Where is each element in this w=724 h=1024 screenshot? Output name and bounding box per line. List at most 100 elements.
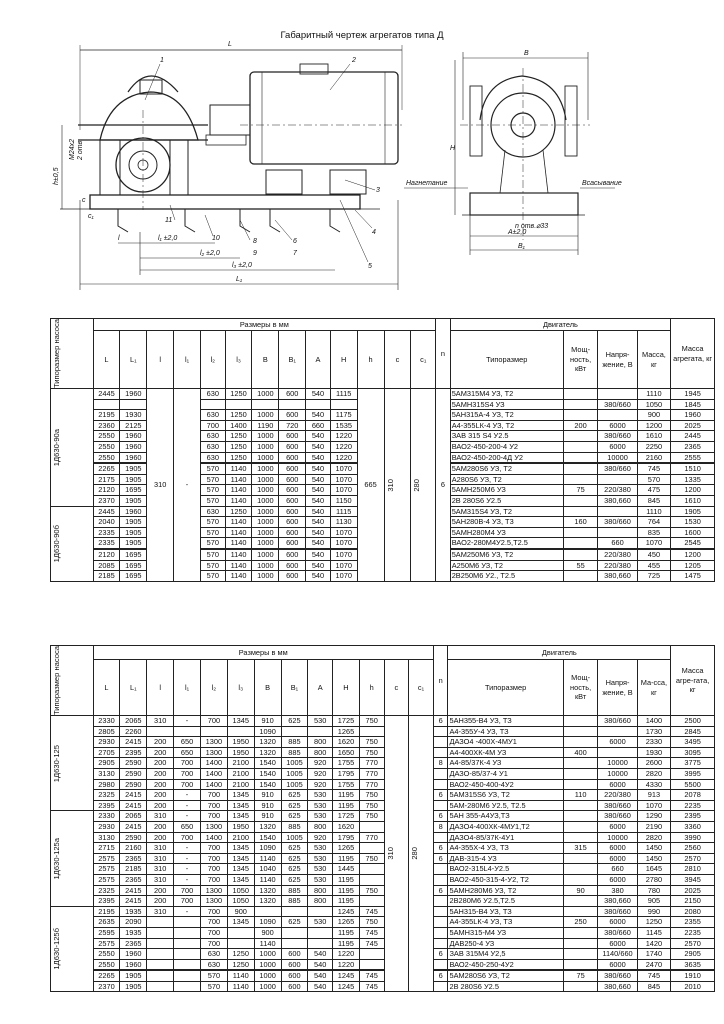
cell-B bbox=[253, 969, 282, 972]
cell-voltage bbox=[597, 505, 638, 518]
cell-l2: 700 bbox=[199, 842, 228, 854]
cell-B: 1000 bbox=[253, 970, 282, 982]
cell-unit-mass: 2025 bbox=[670, 884, 715, 897]
cell-A: 540 bbox=[305, 463, 331, 475]
cell-A bbox=[305, 398, 331, 411]
cell-voltage: 660 bbox=[597, 537, 638, 549]
cell-unit-mass: 1945 bbox=[670, 388, 715, 400]
cell-A: 540 bbox=[305, 388, 331, 400]
t2-col-B: B bbox=[253, 658, 282, 717]
cell-H bbox=[329, 462, 358, 465]
cell-unit-mass: 1510 bbox=[670, 463, 715, 475]
cell-l2: 700 bbox=[199, 905, 228, 918]
cell-L: 2395 bbox=[92, 799, 121, 812]
cell-A: 540 bbox=[305, 473, 331, 486]
cell-mass: 845 bbox=[636, 495, 672, 507]
t2-header-n: n bbox=[432, 644, 449, 717]
cell-H: 1070 bbox=[329, 473, 358, 486]
cell-A: 540 bbox=[305, 484, 331, 496]
t2-header-unit-mass: Масса агре-гата, кг bbox=[670, 644, 715, 717]
cell-A: 540 bbox=[305, 430, 331, 442]
cell-B: 1000 bbox=[251, 505, 280, 518]
cell-h: 750 bbox=[358, 884, 385, 897]
cell-A: 800 bbox=[307, 884, 334, 897]
cell-power: 160 bbox=[562, 516, 599, 528]
cell-mass: 1070 bbox=[636, 799, 672, 812]
cell-l3: 1250 bbox=[224, 430, 253, 442]
callout-10: 10 bbox=[212, 235, 220, 242]
cell-n bbox=[432, 937, 449, 950]
cell-l2: 1400 bbox=[199, 768, 228, 780]
cell-n: 6 bbox=[432, 842, 449, 854]
cell-L: 3130 bbox=[92, 831, 121, 844]
cell-unit-mass: 2570 bbox=[670, 937, 715, 950]
cell-L1: 2415 bbox=[119, 789, 148, 801]
cell-mass: 4330 bbox=[636, 778, 672, 791]
cell-motor: 5АН 355-А4УЗ,ТЗ bbox=[447, 810, 564, 822]
cell-B1 bbox=[280, 969, 309, 972]
cell-B: 1090 bbox=[253, 916, 282, 928]
cell-motor: 5АМН280М4 УЗ bbox=[449, 526, 564, 539]
cell-l3: 1250 bbox=[224, 505, 253, 518]
cell-B bbox=[251, 462, 280, 465]
cell-motor: ВАО2-450-200-4Д У2 bbox=[449, 451, 564, 464]
cell-H: 1115 bbox=[329, 388, 358, 400]
cell-L: 2185 bbox=[92, 570, 121, 582]
cell-l2: 700 bbox=[199, 810, 228, 822]
cell-L1: 2590 bbox=[119, 757, 148, 769]
cell-L1: 2415 bbox=[119, 821, 148, 833]
cell-A: 530 bbox=[307, 715, 334, 727]
cell-l2: 1300 bbox=[199, 821, 228, 833]
cell-H: 1725 bbox=[332, 810, 360, 822]
cell-l3: 1250 bbox=[226, 948, 255, 960]
t2-col-h: h bbox=[358, 658, 385, 717]
c-value: 310 bbox=[385, 478, 395, 492]
cell-L: 2805 bbox=[92, 725, 121, 738]
cell-motor bbox=[449, 462, 564, 465]
cell-L: 2335 bbox=[92, 526, 121, 539]
specs-table-2: Типоразмер насоса Размеры в мм n Двигате… bbox=[50, 644, 715, 993]
cell-l2: 570 bbox=[199, 473, 226, 486]
cell-power: 110 bbox=[562, 789, 599, 801]
cell-power bbox=[562, 505, 599, 518]
cell-l: 200 bbox=[146, 895, 175, 907]
cell-mass: 2470 bbox=[636, 958, 672, 971]
cell-B1: 625 bbox=[280, 916, 309, 928]
cell-l3 bbox=[226, 926, 255, 939]
cell-L: 2595 bbox=[92, 926, 121, 939]
cell-unit-mass: 3495 bbox=[670, 736, 715, 748]
cell-l2: 630 bbox=[199, 409, 226, 421]
t2-col-H: H bbox=[332, 658, 360, 717]
cell-H: 1195 bbox=[332, 852, 360, 865]
cell-mass: 1200 bbox=[636, 419, 672, 432]
callout-1: 1 bbox=[160, 57, 164, 64]
t2-header-dims: Размеры в мм bbox=[92, 645, 434, 660]
page-title: Габаритный чертеж агрегатов типа Д bbox=[280, 30, 444, 41]
cell-h bbox=[358, 873, 385, 886]
t2-col-power: Мощ-ность, кВт bbox=[562, 658, 599, 717]
cell-power bbox=[562, 526, 599, 539]
cell-l: 310 bbox=[146, 715, 175, 727]
cell-L: 2265 bbox=[92, 970, 121, 982]
cell-H: 1620 bbox=[332, 821, 360, 833]
cell-power bbox=[562, 980, 599, 993]
cell-l2: 700 bbox=[199, 926, 228, 939]
cell-h: 770 bbox=[358, 768, 385, 780]
cell-L: 2575 bbox=[92, 863, 121, 875]
cell-h: 745 bbox=[358, 980, 385, 993]
cell-unit-mass: 3995 bbox=[670, 768, 715, 780]
cell-mass: 780 bbox=[636, 884, 672, 897]
cell-unit-mass: 2570 bbox=[670, 852, 715, 865]
cell-L1: 1905 bbox=[119, 516, 148, 528]
cell-B1: 600 bbox=[280, 970, 309, 982]
cell-l2: 630 bbox=[199, 441, 226, 453]
cell-l3: 1250 bbox=[224, 388, 253, 400]
cell-l2: 700 bbox=[199, 937, 228, 950]
cell-B1: 600 bbox=[278, 516, 307, 528]
cell-power: 315 bbox=[562, 842, 599, 854]
t2-col-L: L bbox=[92, 658, 121, 717]
